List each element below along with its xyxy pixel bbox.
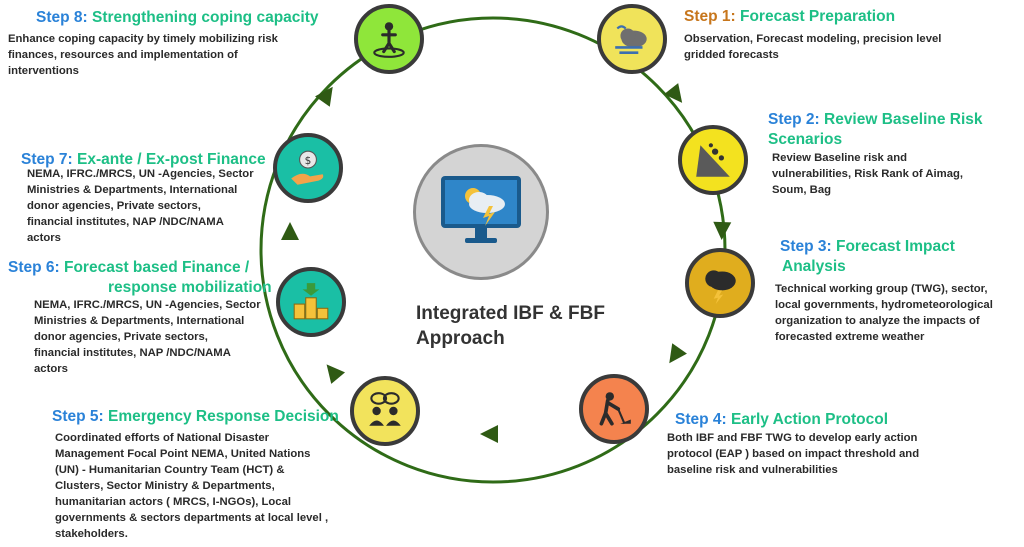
step-5-desc-line: Coordinated efforts of National Disaster — [55, 432, 270, 444]
step-3-desc-line: local governments, hydrometeorological — [775, 299, 993, 311]
svg-text:$: $ — [305, 155, 312, 167]
worker-digging-icon — [599, 392, 631, 426]
step-3-heading: Step 3: Forecast Impact Analysis — [780, 237, 955, 277]
center-title-line2: Approach — [416, 328, 505, 349]
arrow-3 — [669, 343, 687, 364]
step-7-node: $ — [273, 133, 343, 203]
center-circle — [413, 144, 549, 280]
step-1-number: Step 1: — [684, 8, 736, 25]
step-3-node — [685, 248, 755, 318]
step-4-heading: Step 4: Early Action Protocol — [675, 410, 888, 430]
step-5-desc-line: (UN) - Humanitarian Country Team (HCT) & — [55, 464, 285, 476]
storm-cloud-icon — [705, 270, 736, 304]
step-6-title-line2: response mobilization — [108, 279, 272, 296]
step-3-number: Step 3: — [780, 238, 832, 255]
step-4-description: Both IBF and FBF TWG to develop early ac… — [667, 430, 967, 478]
step-5-heading: Step 5: Emergency Response Decision — [52, 407, 339, 427]
step-3-desc-line: forecasted extreme weather — [775, 331, 925, 343]
step-2-title-line2: Scenarios — [768, 131, 843, 148]
step-5-title: Emergency Response Decision — [108, 408, 339, 425]
step-2-heading: Step 2: Review Baseline Risk Scenarios — [768, 110, 983, 150]
step-7-desc-line: donor agencies, Private sectors, — [27, 200, 201, 212]
arrow-2 — [713, 221, 732, 240]
step-2-desc-line: Soum, Bag — [772, 184, 831, 196]
step-5-number: Step 5: — [52, 408, 104, 425]
step-6-heading: Step 6: Forecast based Finance / respons… — [8, 258, 272, 298]
step-6-desc-line: donor agencies, Private sectors, — [34, 331, 208, 343]
step-5-desc-line: stakeholders. — [55, 528, 128, 540]
step-7-desc-line: NEMA, IFRC./MRCS, UN -Agencies, Sector — [27, 168, 254, 180]
step-6-desc-line: NEMA, IFRC./MRCS, UN -Agencies, Sector — [34, 299, 261, 311]
step-5-desc-line: Clusters, Sector Ministry & Departments, — [55, 480, 275, 492]
arrow-6 — [281, 222, 299, 240]
step-4-number: Step 4: — [675, 411, 727, 428]
step-6-desc-line: actors — [34, 363, 68, 375]
discussion-people-icon — [369, 392, 401, 426]
arrow-7 — [315, 86, 333, 107]
step-2-description: Review Baseline risk and vulnerabilities… — [772, 150, 1012, 198]
step-7-desc-line: Ministries & Departments, International — [27, 184, 238, 196]
step-7-title: Ex-ante / Ex-post Finance — [77, 151, 266, 168]
step-2-desc-line: vulnerabilities, Risk Rank of Aimag, — [772, 168, 964, 180]
step-8-desc-line: finances, resources and implementation o… — [8, 49, 238, 61]
step-7-desc-line: financial institutes, NAP /NDC/NAMA — [27, 216, 224, 228]
step-5-desc-line: humanitarian actors ( MRCS, I-NGOs), Loc… — [55, 496, 292, 508]
step-1-desc-line: Observation, Forecast modeling, precisio… — [684, 33, 942, 45]
step-8-node — [354, 4, 424, 74]
step-4-title: Early Action Protocol — [731, 411, 889, 428]
step-5-description: Coordinated efforts of National Disaster… — [55, 430, 363, 542]
step-4-desc-line: baseline risk and vulnerabilities — [667, 464, 838, 476]
step-6-description: NEMA, IFRC./MRCS, UN -Agencies, Sector M… — [34, 297, 270, 377]
step-3-title-line2: Analysis — [782, 258, 846, 275]
money-hand-icon: $ — [291, 150, 324, 185]
step-7-heading: Step 7: Ex-ante / Ex-post Finance — [21, 150, 266, 170]
step-8-description: Enhance coping capacity by timely mobili… — [8, 31, 313, 79]
landslide-icon — [696, 143, 730, 177]
arrow-5 — [326, 364, 346, 384]
step-2-number: Step 2: — [768, 111, 820, 128]
step-1-title: Forecast Preparation — [740, 8, 896, 25]
step-7-number: Step 7: — [21, 151, 73, 168]
monitor-weather-icon — [441, 176, 521, 243]
step-3-desc-line: Technical working group (TWG), sector, — [775, 283, 988, 295]
arrow-1 — [663, 83, 683, 103]
step-2-desc-line: Review Baseline risk and — [772, 152, 908, 164]
step-5-desc-line: Management Focal Point NEMA, United Nati… — [55, 448, 311, 460]
center-title: Integrated IBF & FBF Approach — [416, 301, 636, 351]
step-1-description: Observation, Forecast modeling, precisio… — [684, 31, 984, 63]
step-8-number: Step 8: — [36, 9, 88, 26]
weather-cloud-wind-icon — [615, 25, 647, 54]
arrow-4 — [480, 425, 498, 443]
step-6-title: Forecast based Finance / — [64, 259, 250, 276]
step-4-desc-line: Both IBF and FBF TWG to develop early ac… — [667, 432, 918, 444]
step-8-title: Strengthening coping capacity — [92, 9, 319, 26]
step-7-description: NEMA, IFRC./MRCS, UN -Agencies, Sector M… — [27, 166, 267, 246]
step-4-desc-line: protocol (EAP ) based on impact threshol… — [667, 448, 920, 460]
step-6-number: Step 6: — [8, 259, 60, 276]
step-7-desc-line: actors — [27, 232, 61, 244]
step-8-desc-line: interventions — [8, 65, 79, 77]
step-6-desc-line: Ministries & Departments, International — [34, 315, 245, 327]
step-1-heading: Step 1: Forecast Preparation — [684, 7, 895, 27]
center-title-line1: Integrated IBF & FBF — [416, 303, 605, 324]
step-4-node — [579, 374, 649, 444]
step-5-node — [350, 376, 420, 446]
step-3-title: Forecast Impact — [836, 238, 955, 255]
step-3-description: Technical working group (TWG), sector, l… — [775, 281, 1020, 345]
step-3-desc-line: organization to analyze the impacts of — [775, 315, 980, 327]
step-2-node — [678, 125, 748, 195]
step-6-desc-line: financial institutes, NAP /NDC/NAMA — [34, 347, 231, 359]
step-8-heading: Step 8: Strengthening coping capacity — [36, 8, 319, 28]
step-1-node — [597, 4, 667, 74]
coin-stacks-icon — [293, 283, 329, 320]
step-6-node — [276, 267, 346, 337]
step-1-desc-line: gridded forecasts — [684, 49, 779, 61]
step-8-desc-line: Enhance coping capacity by timely mobili… — [8, 33, 278, 45]
person-target-icon — [373, 22, 405, 58]
step-5-desc-line: governments & sectors departments at loc… — [55, 512, 329, 524]
step-2-title: Review Baseline Risk — [824, 111, 983, 128]
